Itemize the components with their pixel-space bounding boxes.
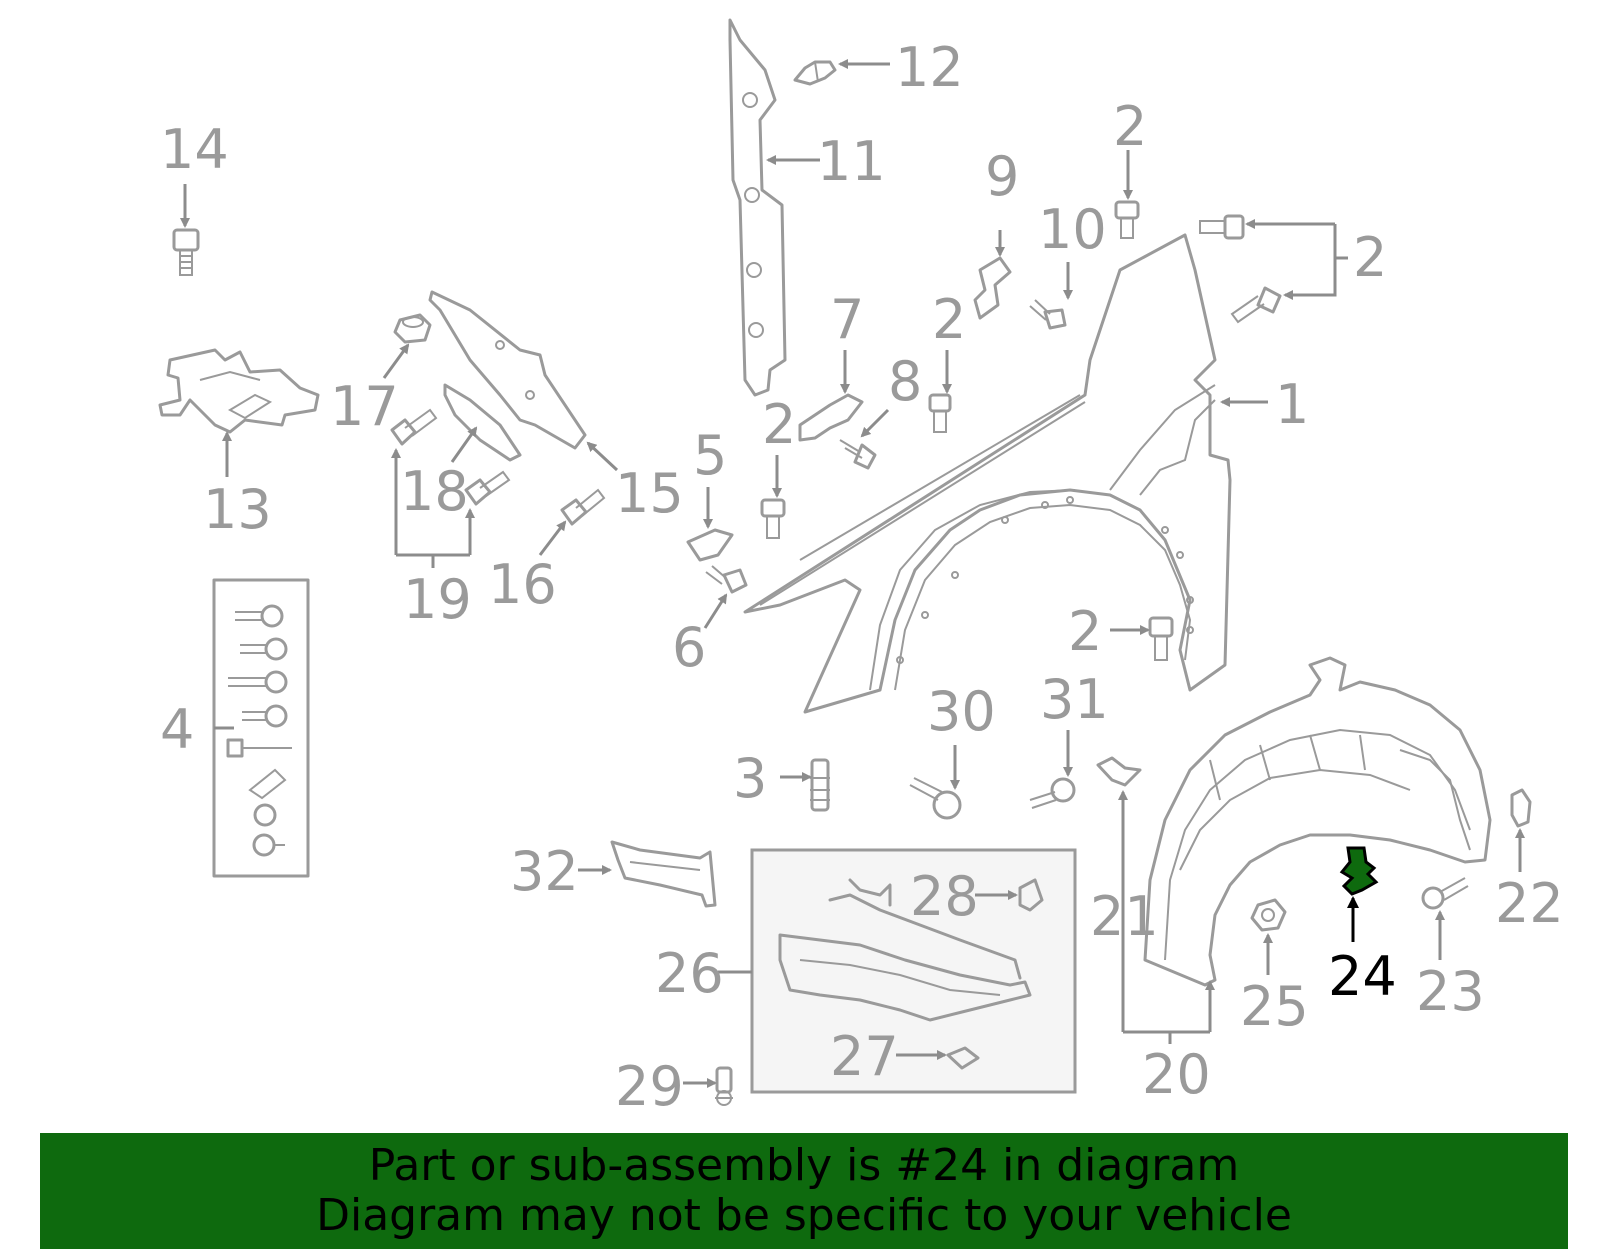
clip-part-5 <box>686 528 734 562</box>
screw-part-29 <box>715 1066 733 1106</box>
clip-part-12 <box>793 60 837 86</box>
callout-22: 22 <box>1495 872 1564 935</box>
callout-15: 15 <box>615 462 684 525</box>
callout-18: 18 <box>400 460 469 523</box>
callout-25: 25 <box>1240 975 1309 1038</box>
bolt-part-2-right-b <box>1230 286 1282 324</box>
stud-part-3 <box>810 758 830 812</box>
callout-7: 7 <box>830 288 864 351</box>
callout-23: 23 <box>1416 960 1485 1023</box>
screw-part-23 <box>1421 877 1469 910</box>
callout-4: 4 <box>160 698 194 761</box>
bracket-part-15 <box>428 290 587 450</box>
callout-8: 8 <box>888 350 922 413</box>
fastener-part-24-highlighted[interactable] <box>1339 846 1379 896</box>
bolt-part-2-right-a <box>1199 214 1245 240</box>
callout-20: 20 <box>1142 1043 1211 1106</box>
leader-lines <box>180 59 1525 1088</box>
bolt-part-10 <box>1029 299 1067 330</box>
callout-11: 11 <box>817 130 886 193</box>
callout-6: 6 <box>672 616 706 679</box>
callout-2-mid: 2 <box>932 288 966 351</box>
callout-14: 14 <box>160 118 229 181</box>
banner-line-disclaimer: Diagram may not be specific to your vehi… <box>316 1190 1292 1241</box>
callout-32: 32 <box>510 840 579 903</box>
callout-5: 5 <box>693 424 727 487</box>
callout-3: 3 <box>733 747 767 810</box>
callout-2-right: 2 <box>1353 226 1387 289</box>
callout-16: 16 <box>488 553 557 616</box>
bolt-part-8 <box>839 439 877 470</box>
duct-part-32 <box>610 840 717 908</box>
callout-28: 28 <box>910 865 979 928</box>
callout-29: 29 <box>615 1055 684 1118</box>
bolt-part-6 <box>705 565 748 594</box>
callout-9: 9 <box>985 145 1019 208</box>
callout-labels: 1 2 2 2 2 2 3 4 5 6 7 8 9 10 11 12 13 14… <box>160 36 1564 1118</box>
fender-part-1 <box>743 233 1232 714</box>
bolt-part-2-left <box>760 498 786 539</box>
bolt-part-2-mid <box>928 393 952 433</box>
callout-19: 19 <box>403 568 472 631</box>
callout-2-top: 2 <box>1113 95 1147 158</box>
bracket-part-9 <box>973 256 1012 320</box>
bolt-part-16 <box>560 488 606 526</box>
nut-part-17 <box>393 313 432 344</box>
hardware-kit-part-4 <box>212 578 310 878</box>
clip-part-22 <box>1510 788 1532 828</box>
callout-12: 12 <box>895 36 964 99</box>
bolt-part-30 <box>909 777 962 820</box>
callout-1: 1 <box>1275 373 1309 436</box>
bracket-part-7 <box>798 393 864 442</box>
strip-part-18 <box>443 383 522 462</box>
bolt-part-2-lower <box>1148 616 1174 661</box>
info-banner: Part or sub-assembly is #24 in diagram D… <box>40 1133 1568 1249</box>
clip-part-28 <box>1018 878 1044 912</box>
callout-2-lower: 2 <box>1068 600 1102 663</box>
bolt-part-14 <box>172 228 200 276</box>
callout-13: 13 <box>203 478 272 541</box>
callout-2-left: 2 <box>762 393 796 456</box>
screw-part-31 <box>1029 777 1076 809</box>
callout-31: 31 <box>1040 668 1109 731</box>
clip-part-27 <box>946 1046 980 1070</box>
callout-27: 27 <box>830 1025 899 1088</box>
callout-17: 17 <box>330 375 399 438</box>
bracket-part-13 <box>158 348 320 434</box>
bracket-part-11 <box>728 18 787 397</box>
banner-line-part: Part or sub-assembly is #24 in diagram <box>368 1140 1240 1191</box>
bolt-part-19b <box>464 470 511 506</box>
clip-part-21 <box>1096 756 1142 787</box>
callout-21: 21 <box>1090 885 1159 948</box>
nut-part-25 <box>1250 898 1287 932</box>
callout-30: 30 <box>927 680 996 743</box>
callout-26: 26 <box>655 942 724 1005</box>
bolt-part-19a <box>390 408 438 446</box>
callout-10: 10 <box>1038 198 1107 261</box>
callout-24-highlighted: 24 <box>1328 945 1397 1008</box>
bolt-part-2-top <box>1114 200 1140 239</box>
fender-liner-part-20 <box>1143 656 1492 987</box>
